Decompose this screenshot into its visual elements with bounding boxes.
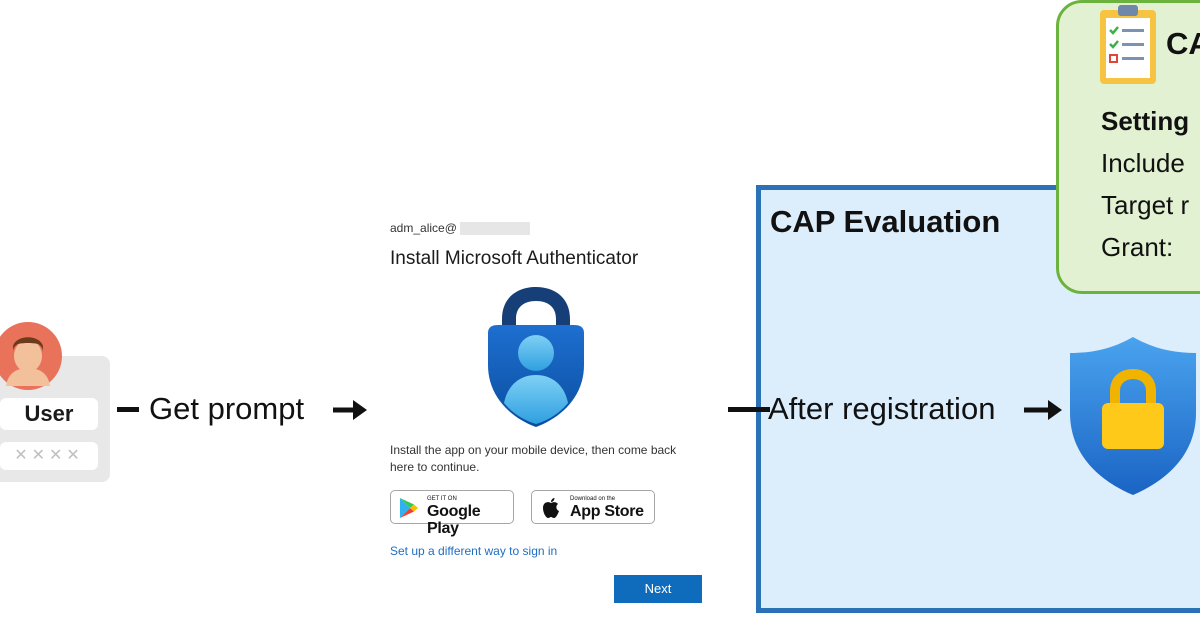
apple-icon	[543, 498, 559, 518]
next-button[interactable]: Next	[614, 575, 702, 603]
policy-include-label: Include	[1101, 148, 1185, 178]
flow-connector-1	[117, 407, 139, 412]
flow-connector-2	[728, 407, 770, 412]
user-avatar-icon	[0, 322, 62, 390]
google-play-button[interactable]: GET IT ON Google Play	[390, 490, 514, 537]
dialog-title: Install Microsoft Authenticator	[390, 248, 639, 269]
app-store-label: App Store	[570, 503, 644, 520]
flow-label-after-registration: After registration	[768, 391, 996, 426]
security-shield-lock-icon	[1070, 337, 1196, 495]
password-field: ✕✕✕✕	[0, 442, 98, 470]
app-store-button[interactable]: Download on the App Store	[531, 490, 655, 524]
dialog-instructions: Install the app on your mobile device, t…	[390, 443, 677, 474]
cap-evaluation-title: CAP Evaluation	[770, 204, 1001, 239]
app-store-caption: Download on the	[570, 496, 616, 502]
google-play-label: Google Play	[427, 503, 481, 537]
clipboard-checklist-icon	[1100, 5, 1156, 84]
policy-grant-label: Grant:	[1101, 232, 1174, 262]
policy-target-label: Target r	[1101, 190, 1190, 220]
google-play-caption: GET IT ON	[427, 496, 457, 502]
arrow-right-icon	[333, 400, 367, 420]
policy-setting-label: Setting	[1101, 106, 1190, 136]
authenticator-lock-icon	[488, 287, 584, 427]
different-sign-in-link[interactable]: Set up a different way to sign in	[390, 544, 558, 558]
redacted-domain	[460, 222, 530, 235]
account-email: adm_alice@	[390, 221, 457, 235]
user-label: User	[0, 398, 98, 430]
arrow-right-icon	[1024, 400, 1062, 420]
flow-label-get-prompt: Get prompt	[149, 391, 305, 426]
google-play-icon	[400, 498, 418, 518]
policy-title: CA	[1166, 26, 1200, 61]
